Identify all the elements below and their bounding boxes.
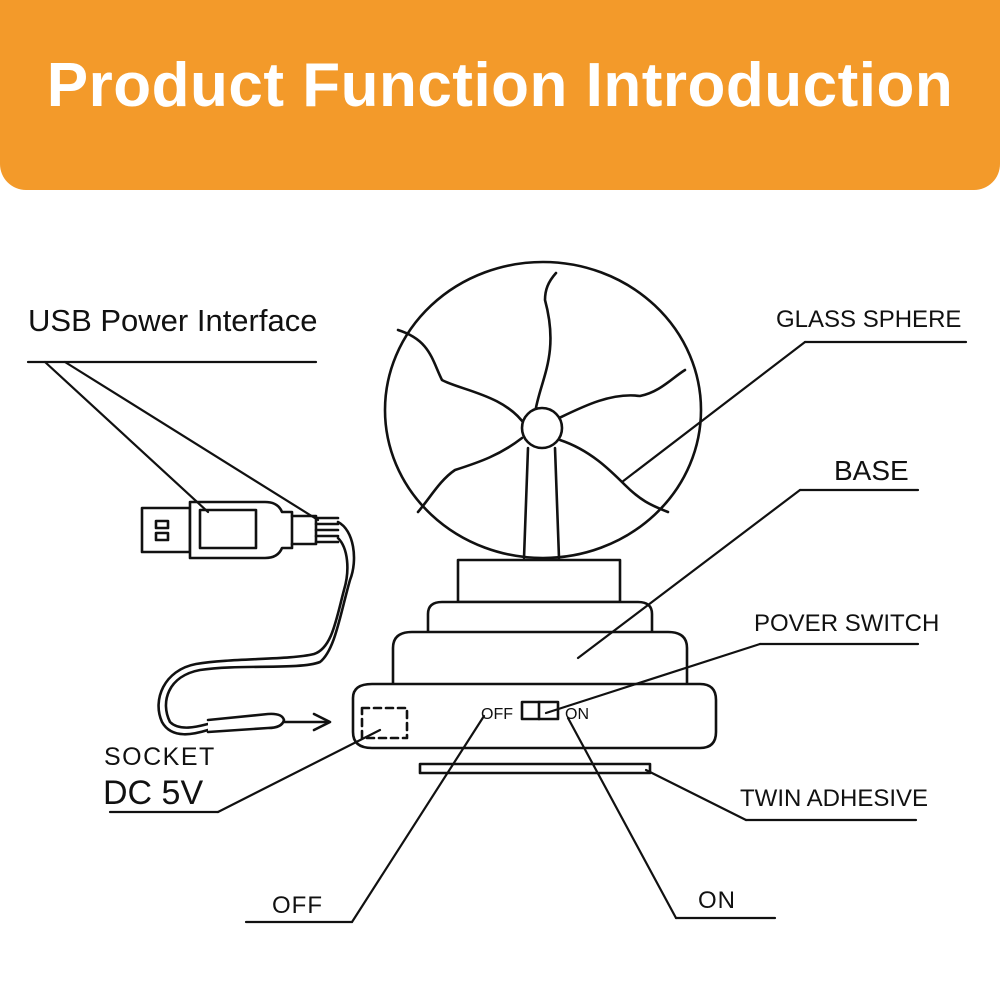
label-glass-sphere: GLASS SPHERE [776,306,961,333]
filament-5 [416,436,524,514]
switch-on-text: ON [565,706,589,723]
filament-3 [553,368,687,422]
filament-1 [396,328,527,427]
glass-sphere-leader [620,340,807,484]
base-leader [576,488,802,660]
filament-2 [533,271,558,415]
dc-socket [360,706,409,740]
center-electrode [520,406,564,450]
dc-plug [206,712,286,734]
header-banner: Product Function Introduction [0,0,1000,190]
power-switch-leader [544,642,762,715]
center-stem [522,446,561,560]
usb-plug-body [188,500,294,560]
usb-leader-2 [63,360,320,522]
label-dc-5v: DC 5V [103,774,203,812]
twin-adhesive-leader [644,768,748,822]
usb-leader-1 [43,360,210,514]
label-power-switch: POVER SWITCH [754,610,939,637]
lamp-base [351,558,718,775]
label-off-callout: OFF [272,892,323,919]
filament-4 [558,438,670,514]
switch-off-text: OFF [481,706,513,723]
label-twin-adhesive: TWIN ADHESIVE [740,785,928,812]
base-tier-3 [391,630,689,686]
label-socket: SOCKET [104,743,216,771]
label-base: BASE [834,455,909,486]
label-on-callout: ON [698,887,736,914]
glass-sphere [383,260,703,560]
usb-connector [140,506,192,554]
page-title: Product Function Introduction [46,51,954,120]
off-leader [350,714,486,924]
socket-leader [216,728,382,814]
usb-cable [140,500,356,736]
on-leader [566,716,678,920]
sphere-collar [456,558,622,604]
base-tier-2 [426,600,654,634]
twin-adhesive-pad [418,762,652,775]
label-usb-power-interface: USB Power Interface [28,303,317,338]
